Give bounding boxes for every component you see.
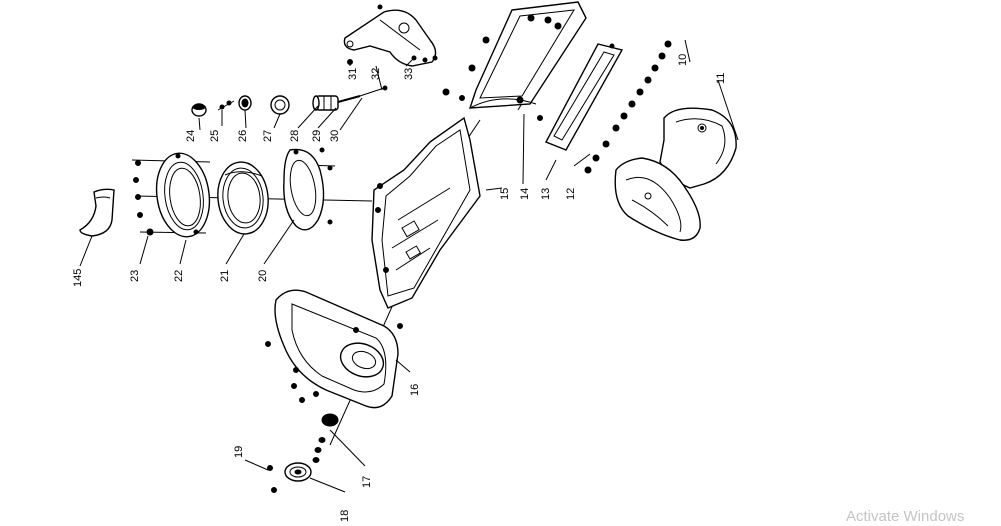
- part-24-cap: [191, 103, 207, 117]
- part-145-bracket: [79, 188, 115, 237]
- label-12: 12: [565, 188, 577, 200]
- part-19-screws: [267, 465, 277, 493]
- part-14-frame-channel: [442, 1, 587, 121]
- label-22: 22: [173, 270, 185, 282]
- label-23: 23: [129, 270, 141, 282]
- part-number-labels: 10 11 12 13 14 15 16 17 18 19 20 21 22 2…: [72, 54, 727, 522]
- label-28: 28: [289, 130, 301, 142]
- label-17: 17: [361, 476, 373, 488]
- label-14: 14: [519, 188, 531, 200]
- label-10: 10: [677, 54, 689, 66]
- part-17-washer-stack: [312, 413, 339, 463]
- label-16: 16: [409, 384, 421, 396]
- part-27-bushing: [270, 95, 290, 115]
- label-11: 11: [715, 73, 727, 84]
- part-18-wheel: [284, 462, 312, 482]
- label-30: 30: [329, 130, 341, 142]
- part-10-bead-chain: [584, 40, 672, 174]
- part-25-fastener: [217, 100, 235, 111]
- label-21: 21: [219, 270, 231, 282]
- part-20-gasket: [283, 147, 333, 231]
- label-33: 33: [403, 68, 415, 80]
- label-20: 20: [257, 270, 269, 282]
- part-22-outer-ring: [155, 152, 211, 238]
- part-13-slide-rail: [545, 43, 624, 151]
- label-27: 27: [262, 130, 274, 142]
- part-26-washer: [238, 95, 252, 111]
- part-11-handle-assembly: [614, 107, 737, 241]
- label-leader-lines: [79, 39, 739, 493]
- label-13: 13: [540, 188, 552, 200]
- part-16-base-cover: [265, 289, 403, 409]
- activate-windows-watermark: Activate Windows: [846, 508, 965, 525]
- label-26: 26: [237, 130, 249, 142]
- label-25: 25: [209, 130, 221, 142]
- part-28-motor-body: [312, 95, 339, 111]
- label-24: 24: [185, 130, 197, 142]
- part-21-ring: [217, 161, 269, 235]
- label-19: 19: [233, 446, 245, 458]
- part-33-top-bracket: [343, 4, 438, 67]
- label-18: 18: [339, 510, 351, 522]
- part-15-main-housing: [371, 116, 481, 309]
- label-15: 15: [499, 188, 511, 200]
- part-29-30-spring-shaft: [337, 85, 388, 103]
- label-145: 145: [72, 269, 84, 287]
- part-23-screws: [133, 160, 154, 236]
- label-29: 29: [311, 130, 323, 142]
- label-31: 31: [347, 68, 359, 80]
- label-32: 32: [370, 68, 382, 80]
